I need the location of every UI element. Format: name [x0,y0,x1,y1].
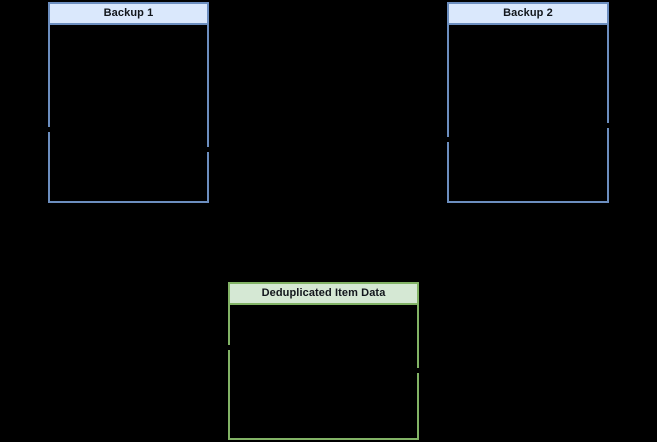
node-backup-2[interactable]: Backup 2 [447,2,609,203]
connector-nub-left[interactable] [228,345,231,350]
connector-nub-left[interactable] [48,127,51,132]
node-deduplicated-item-data-header[interactable]: Deduplicated Item Data [230,284,417,305]
connector-nub-right[interactable] [416,368,419,373]
node-backup-2-label: Backup 2 [503,7,553,19]
node-backup-2-body[interactable] [449,25,607,201]
node-deduplicated-item-data[interactable]: Deduplicated Item Data [228,282,419,440]
node-backup-1-body[interactable] [50,25,207,201]
node-backup-2-header[interactable]: Backup 2 [449,4,607,25]
node-backup-1-label: Backup 1 [103,7,154,19]
node-backup-1-header[interactable]: Backup 1 [50,4,207,25]
connector-nub-right[interactable] [206,147,209,152]
node-backup-1[interactable]: Backup 1 [48,2,209,203]
connector-nub-left[interactable] [447,137,450,142]
node-deduplicated-item-data-body[interactable] [230,305,417,438]
connector-nub-right[interactable] [606,123,609,128]
node-deduplicated-item-data-label: Deduplicated Item Data [261,287,386,299]
